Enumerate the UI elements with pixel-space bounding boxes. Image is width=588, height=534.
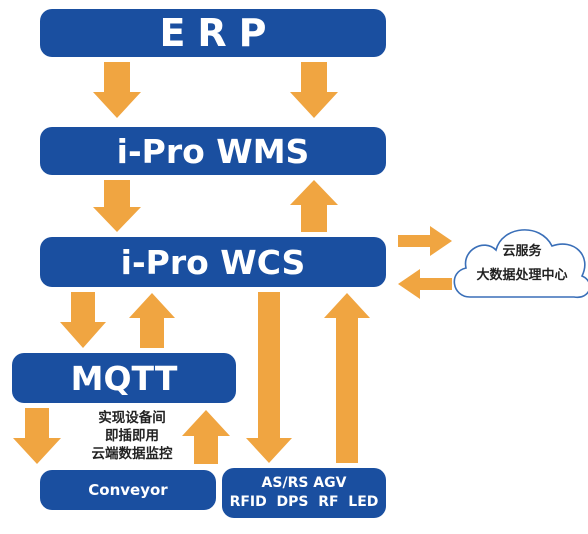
wms-box: i-Pro WMS: [40, 127, 386, 175]
devices-box: AS/RS AGV RFID DPS RF LED: [222, 468, 386, 518]
erp-box: ERP: [40, 9, 386, 57]
mqtt-note: 实现设备间 即插即用 云端数据监控: [64, 409, 200, 463]
arrow-mqtt-to-conveyor: [13, 408, 61, 464]
devices-line-2: RFID DPS RF LED: [229, 494, 379, 510]
erp-label: ERP: [159, 11, 279, 55]
arrow-erp-to-wms-left: [93, 62, 141, 118]
arrow-wcs-to-mqtt: [60, 292, 106, 348]
devices-line-1: AS/RS AGV: [261, 475, 347, 491]
arrow-cloud-to-wcs: [398, 269, 452, 299]
arrow-conveyor-to-mqtt: [182, 410, 230, 464]
note-line-3: 云端数据监控: [91, 446, 173, 462]
cloud-line-1: 云服务: [502, 244, 542, 259]
mqtt-label: MQTT: [70, 358, 178, 398]
arrow-wcs-to-wms: [290, 180, 338, 232]
wms-label: i-Pro WMS: [116, 131, 310, 171]
arrow-mqtt-to-wcs: [129, 293, 175, 348]
note-line-1: 实现设备间: [98, 410, 166, 426]
arrow-devices-to-wcs: [324, 293, 370, 463]
cloud-icon: [453, 229, 588, 299]
note-line-2: 即插即用: [105, 428, 159, 444]
arrow-wcs-to-devices: [246, 292, 292, 463]
conveyor-label: Conveyor: [88, 481, 168, 499]
conveyor-box: Conveyor: [40, 470, 216, 510]
arrow-erp-to-wms-right: [290, 62, 338, 118]
wcs-box: i-Pro WCS: [40, 237, 386, 287]
arrow-wcs-to-cloud: [398, 226, 452, 256]
wcs-label: i-Pro WCS: [120, 242, 306, 282]
arrow-wms-to-wcs: [93, 180, 141, 232]
cloud-line-2: 大数据处理中心: [476, 268, 568, 283]
mqtt-box: MQTT: [12, 353, 236, 403]
cloud-label: 云服务 大数据处理中心: [456, 240, 588, 288]
